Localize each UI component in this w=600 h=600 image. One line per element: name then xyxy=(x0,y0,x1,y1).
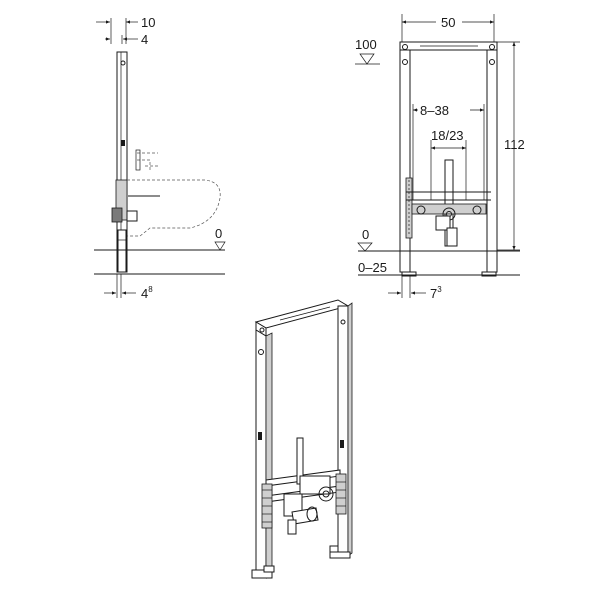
level-zero-front: 0 xyxy=(362,227,369,242)
perspective-view xyxy=(251,299,353,579)
dim-front-width: 50 xyxy=(441,15,455,30)
front-bottom-dimension: 73 xyxy=(388,276,442,301)
dim-side-top-outer: 10 xyxy=(141,15,155,30)
front-floor: 0 0–25 xyxy=(357,227,520,276)
front-frame xyxy=(399,41,498,277)
dim-center-range: 18/23 xyxy=(431,128,464,143)
side-top-dimension: 10 4 xyxy=(96,15,155,47)
side-bottom-dimension: 48 xyxy=(104,274,153,301)
side-frame-upright xyxy=(111,51,128,273)
front-mounting-unit xyxy=(406,159,491,247)
front-view: 50 100 8–38 xyxy=(355,14,525,301)
dim-spacing-range: 8–38 xyxy=(420,103,449,118)
level-adjust-range: 0–25 xyxy=(358,260,387,275)
front-inner-dimensions: 8–38 18/23 xyxy=(412,102,485,200)
perspective-fittings xyxy=(283,475,334,535)
dim-front-height: 112 xyxy=(504,137,525,152)
front-height-dimension: 112 xyxy=(497,41,525,251)
level-zero-side: 0 xyxy=(215,226,222,241)
dim-front-bottom: 73 xyxy=(430,285,442,301)
level-top-marker: 100 xyxy=(355,37,380,65)
side-floor: 0 xyxy=(94,226,226,275)
bidet-outline xyxy=(126,149,221,237)
level-top-label: 100 xyxy=(355,37,377,52)
front-width-dimension: 50 xyxy=(401,14,495,42)
perspective-side-panels xyxy=(261,473,347,529)
dim-side-top-inner: 4 xyxy=(141,32,148,47)
side-view: 10 4 0 xyxy=(94,15,226,301)
dim-side-bottom: 48 xyxy=(141,285,153,301)
perspective-feet xyxy=(251,545,351,579)
